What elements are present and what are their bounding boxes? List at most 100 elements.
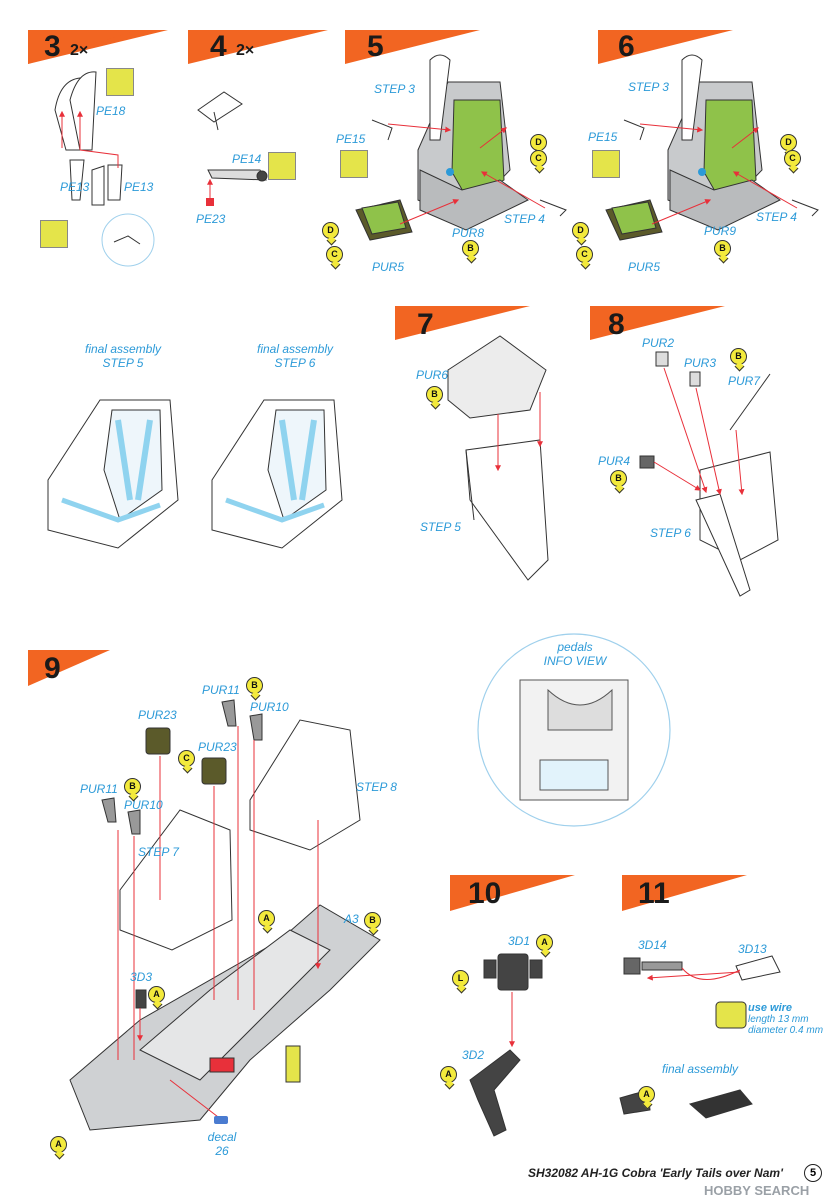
step-3-header: 3 2× bbox=[28, 30, 168, 64]
sprue-badge-b: B bbox=[364, 912, 381, 929]
label-final-assembly: final assembly bbox=[84, 342, 162, 356]
label-decal-number: 26 bbox=[215, 1144, 229, 1158]
sprue-badge-d: D bbox=[530, 134, 547, 151]
step-number: 10 bbox=[468, 877, 502, 910]
sprue-badge-a: A bbox=[258, 910, 275, 927]
sprue-badge-b: B bbox=[462, 240, 479, 257]
label-pe15: PE15 bbox=[588, 130, 618, 144]
label-final-step5: STEP 5 bbox=[102, 356, 144, 370]
step-9-header: 9 bbox=[28, 650, 110, 686]
step8-drawing bbox=[639, 351, 779, 597]
label-3d3: 3D3 bbox=[130, 970, 153, 984]
sprue-badge-d: D bbox=[572, 222, 589, 239]
sprue-badge-a: A bbox=[638, 1086, 655, 1103]
label-pur5: PUR5 bbox=[628, 260, 661, 274]
step-5-header: 5 bbox=[345, 30, 480, 64]
label-pur10: PUR10 bbox=[124, 798, 163, 812]
step-number: 6 bbox=[618, 30, 635, 63]
label-pe23: PE23 bbox=[196, 212, 226, 226]
label-pe13: PE13 bbox=[60, 180, 90, 194]
label-final-assembly: final assembly bbox=[662, 1062, 739, 1076]
step-8-header: 8 bbox=[590, 306, 725, 341]
sprue-badge-c: C bbox=[178, 750, 195, 767]
page-number: 5 bbox=[804, 1164, 822, 1182]
label-pe15: PE15 bbox=[336, 132, 366, 146]
label-pur2: PUR2 bbox=[642, 336, 675, 350]
pe-part-icon bbox=[592, 150, 620, 178]
sprue-badge-b: B bbox=[246, 677, 263, 694]
label-pur4: PUR4 bbox=[598, 454, 631, 468]
label-pur7: PUR7 bbox=[728, 374, 761, 388]
label-pe13: PE13 bbox=[124, 180, 154, 194]
step6-seat-drawing bbox=[605, 54, 819, 241]
watermark-text: HOBBY SEARCH bbox=[704, 1183, 810, 1198]
label-pur9: PUR9 bbox=[704, 224, 737, 238]
label-final-step6: STEP 6 bbox=[274, 356, 316, 370]
label-step3: STEP 3 bbox=[374, 82, 415, 96]
pe-part-icon bbox=[106, 68, 134, 96]
step-flag-shape bbox=[345, 30, 480, 64]
sprue-badge-c: C bbox=[784, 150, 801, 167]
footer-title: SH32082 AH-1G Cobra 'Early Tails over Na… bbox=[528, 1166, 783, 1180]
pe-part-icon bbox=[40, 220, 68, 248]
label-3d1: 3D1 bbox=[508, 934, 531, 948]
label-wire-length: length 13 mm bbox=[748, 1014, 809, 1025]
step-number: 7 bbox=[417, 308, 434, 341]
step-flag-shape bbox=[28, 30, 168, 64]
step-number: 11 bbox=[638, 877, 670, 910]
label-step8: STEP 8 bbox=[356, 780, 397, 794]
label-step4: STEP 4 bbox=[504, 212, 545, 226]
label-pur8: PUR8 bbox=[452, 226, 485, 240]
step-7-header: 7 bbox=[395, 306, 530, 341]
step-flag-shape bbox=[450, 875, 575, 911]
step-flag-shape bbox=[622, 875, 747, 911]
pe-part-icon bbox=[340, 150, 368, 178]
sprue-badge-a: A bbox=[148, 986, 165, 1003]
step-11-header: 11 bbox=[622, 875, 747, 911]
step-multiplier: 2× bbox=[70, 42, 89, 59]
sprue-badge-a: A bbox=[440, 1066, 457, 1083]
step-number: 8 bbox=[608, 308, 625, 341]
sprue-badge-c: C bbox=[576, 246, 593, 263]
sprue-badge-b: B bbox=[730, 348, 747, 365]
step9-drawing bbox=[69, 699, 381, 1131]
label-step6: STEP 6 bbox=[650, 526, 691, 540]
sprue-badge-l: L bbox=[452, 970, 469, 987]
sprue-badge-d: D bbox=[780, 134, 797, 151]
label-decal: decal bbox=[207, 1130, 237, 1144]
sprue-badge-a: A bbox=[50, 1136, 67, 1153]
label-step7: STEP 7 bbox=[138, 845, 179, 859]
step-4-header: 4 2× bbox=[188, 30, 328, 64]
pe-part-icon bbox=[268, 152, 296, 180]
label-final-assembly: final assembly bbox=[256, 342, 334, 356]
label-step4: STEP 4 bbox=[756, 210, 797, 224]
label-info-view: INFO VIEW bbox=[543, 654, 607, 668]
label-pur3: PUR3 bbox=[684, 356, 717, 370]
sprue-badge-c: C bbox=[326, 246, 343, 263]
step-flag-shape bbox=[590, 306, 725, 340]
step10-drawing bbox=[469, 953, 543, 1137]
label-3d14: 3D14 bbox=[638, 938, 667, 952]
label-pe18: PE18 bbox=[96, 104, 126, 118]
sprue-badge-b: B bbox=[610, 470, 627, 487]
step-flag-shape bbox=[395, 306, 530, 340]
label-pur10: PUR10 bbox=[250, 700, 289, 714]
sprue-badge-d: D bbox=[322, 222, 339, 239]
sprue-badge-b: B bbox=[124, 778, 141, 795]
label-pur11: PUR11 bbox=[202, 683, 240, 697]
label-3d2: 3D2 bbox=[462, 1048, 485, 1062]
label-3d13: 3D13 bbox=[738, 942, 767, 956]
label-pedals: pedals bbox=[557, 640, 593, 654]
step-multiplier: 2× bbox=[236, 42, 255, 59]
label-use-wire: use wire bbox=[748, 1002, 793, 1014]
step-flag-shape bbox=[188, 30, 328, 64]
step-number: 5 bbox=[367, 30, 384, 63]
final-assembly-seats bbox=[47, 399, 343, 549]
step-number: 3 bbox=[44, 30, 61, 63]
sprue-badge-c: C bbox=[530, 150, 547, 167]
step-number: 9 bbox=[44, 652, 61, 685]
label-pur23: PUR23 bbox=[198, 740, 237, 754]
step4-buckle-drawing bbox=[197, 91, 268, 182]
step-6-header: 6 bbox=[598, 30, 733, 64]
